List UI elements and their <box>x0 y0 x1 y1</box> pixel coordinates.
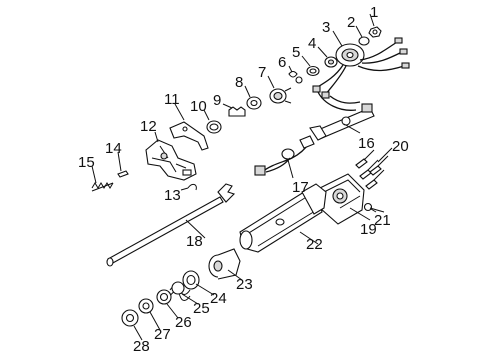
part-27-washer <box>138 298 154 314</box>
callout-10: 10 <box>190 98 207 115</box>
part-7-bearing <box>269 87 292 104</box>
part-26-ring <box>156 289 172 305</box>
part-2-washer <box>358 36 370 46</box>
callout-7: 7 <box>258 64 266 81</box>
part-11-bracket <box>169 121 209 151</box>
callout-19: 19 <box>360 221 377 238</box>
callout-20: 20 <box>392 138 409 155</box>
callout-9: 9 <box>213 92 221 109</box>
callout-16: 16 <box>358 135 375 152</box>
callout-1: 1 <box>370 4 378 21</box>
callout-2: 2 <box>347 14 355 31</box>
part-13-clip <box>187 183 197 191</box>
callout-14: 14 <box>105 140 122 157</box>
callout-23: 23 <box>236 276 253 293</box>
callout-25: 25 <box>193 300 210 317</box>
part-8-seat <box>246 96 262 110</box>
part-17-harness <box>254 135 315 176</box>
part-5-ring <box>306 65 320 77</box>
callout-8: 8 <box>235 74 243 91</box>
part-9-spring <box>228 106 246 117</box>
part-4-cam <box>324 56 338 68</box>
callout-22: 22 <box>306 236 323 253</box>
callout-18: 18 <box>186 233 203 250</box>
part-18-steering-shaft <box>106 183 236 267</box>
part-1-nut <box>368 26 382 38</box>
part-24-bearing <box>182 270 200 290</box>
part-21-screw <box>363 202 377 213</box>
callout-27: 27 <box>154 326 171 343</box>
part-10-ring <box>206 120 222 134</box>
part-6-clip <box>288 70 303 84</box>
part-25-spring <box>169 281 191 301</box>
part-28-washer <box>121 309 139 327</box>
callout-6: 6 <box>278 54 286 71</box>
callout-4: 4 <box>308 35 316 52</box>
part-16-shaft-upper <box>309 103 375 141</box>
part-3-coil-assembly <box>312 37 410 111</box>
callout-17: 17 <box>292 179 309 196</box>
callout-12: 12 <box>140 118 157 135</box>
part-14-pin <box>117 170 129 178</box>
callout-labels: 1 2 3 4 5 6 7 8 9 10 11 12 13 14 15 16 1… <box>78 4 409 355</box>
callout-24: 24 <box>210 290 227 307</box>
callout-21: 21 <box>374 212 391 229</box>
callout-28: 28 <box>133 338 150 355</box>
callout-5: 5 <box>292 44 300 61</box>
part-19-lock-housing <box>319 173 365 225</box>
callout-3: 3 <box>322 19 330 36</box>
part-22-column-jacket <box>239 183 327 253</box>
callout-26: 26 <box>175 314 192 331</box>
callout-11: 11 <box>164 91 180 108</box>
part-12-switch-housing <box>145 139 197 181</box>
part-23-boot <box>208 248 241 280</box>
callout-13: 13 <box>164 187 181 204</box>
leader-lines <box>91 13 393 341</box>
part-15-spring <box>91 182 114 192</box>
part-20-bolts <box>355 149 389 190</box>
callout-15: 15 <box>78 154 95 171</box>
